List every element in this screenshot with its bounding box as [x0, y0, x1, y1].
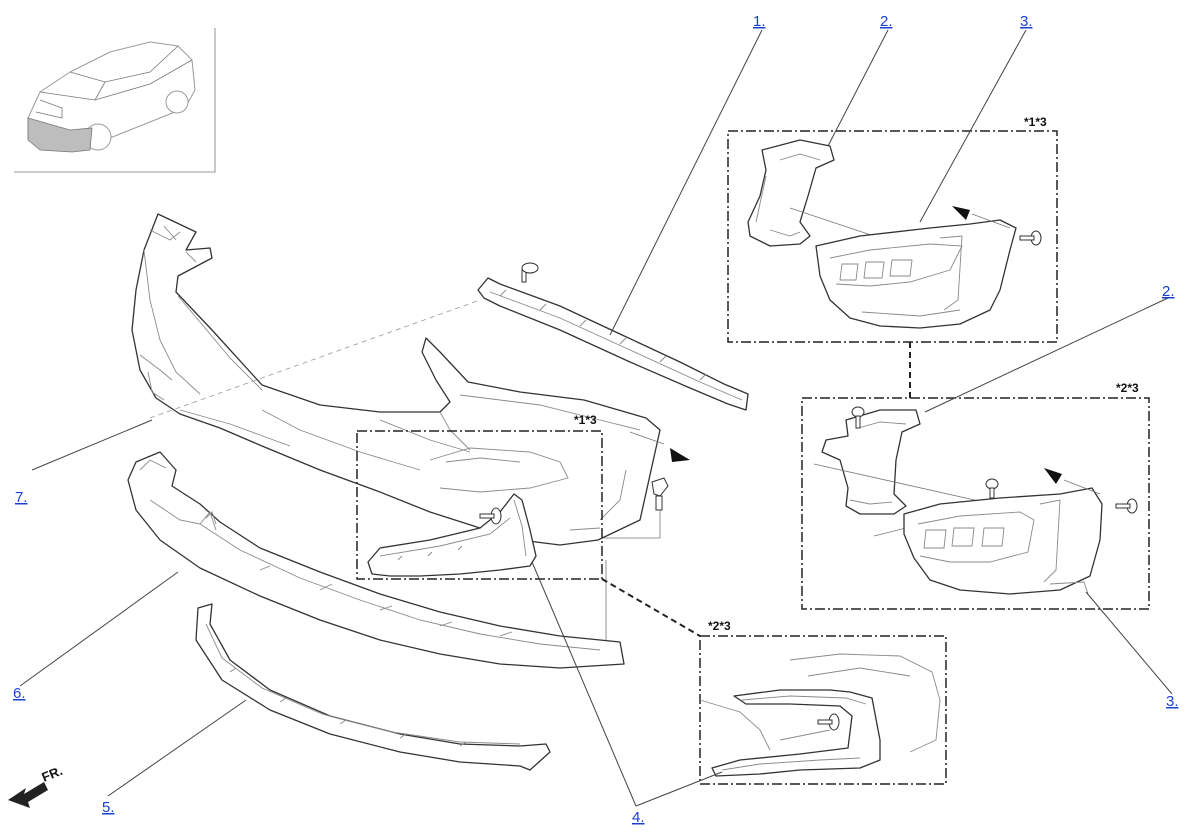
detail-note-center: *1*3 — [574, 413, 597, 427]
callout-1[interactable]: 1. — [753, 13, 766, 30]
front-direction-label: FR. — [40, 763, 65, 785]
fog-lamp-cover-type2 — [711, 689, 881, 777]
detail-note-upper-right: *1*3 — [1024, 115, 1047, 129]
bumper-mounting-bolt — [651, 477, 669, 511]
callout-2-upper[interactable]: 2. — [880, 13, 893, 30]
front-bumper-cover — [131, 213, 661, 546]
fog-cover-screw-type2 — [817, 713, 840, 731]
fog-lamp-bracket-type2 — [821, 409, 921, 515]
clip-bolt — [521, 262, 539, 283]
callout-5[interactable]: 5. — [102, 799, 115, 816]
vehicle-location-thumbnail — [14, 28, 216, 173]
bracket-screw — [851, 406, 865, 429]
callout-3-upper[interactable]: 3. — [1020, 13, 1033, 30]
front-arrow-icon — [8, 782, 48, 808]
callout-3-lower[interactable]: 3. — [1166, 693, 1179, 710]
callout-4[interactable]: 4. — [632, 809, 645, 826]
fog-lamp-bracket — [747, 139, 835, 247]
fog-lamp-cover-center — [367, 493, 537, 577]
callout-6[interactable]: 6. — [13, 685, 26, 702]
bumper-outline-lower-right — [699, 653, 941, 753]
callout-2-middle[interactable]: 2. — [1162, 283, 1175, 300]
lower-molding-strip — [195, 603, 551, 771]
housing-screw — [1019, 230, 1042, 246]
detail-note-right-middle: *2*3 — [1116, 381, 1139, 395]
fog-lamp-housing-type2 — [903, 487, 1103, 595]
fog-cover-screw — [479, 507, 502, 525]
fog-lamp-housing — [815, 219, 1017, 329]
detail-box-lower-right — [699, 635, 947, 785]
front-direction-indicator: FR. — [8, 763, 65, 808]
detail-note-lower-right: *2*3 — [708, 619, 731, 633]
detail-box-right-middle — [801, 397, 1150, 610]
detail-box-center — [356, 430, 603, 580]
upper-reinforcement-panel — [477, 277, 749, 411]
detail-box-upper-right — [727, 130, 1058, 343]
front-lower-spoiler — [127, 451, 625, 669]
housing-screw-type2 — [985, 478, 1138, 514]
callout-7[interactable]: 7. — [15, 489, 28, 506]
